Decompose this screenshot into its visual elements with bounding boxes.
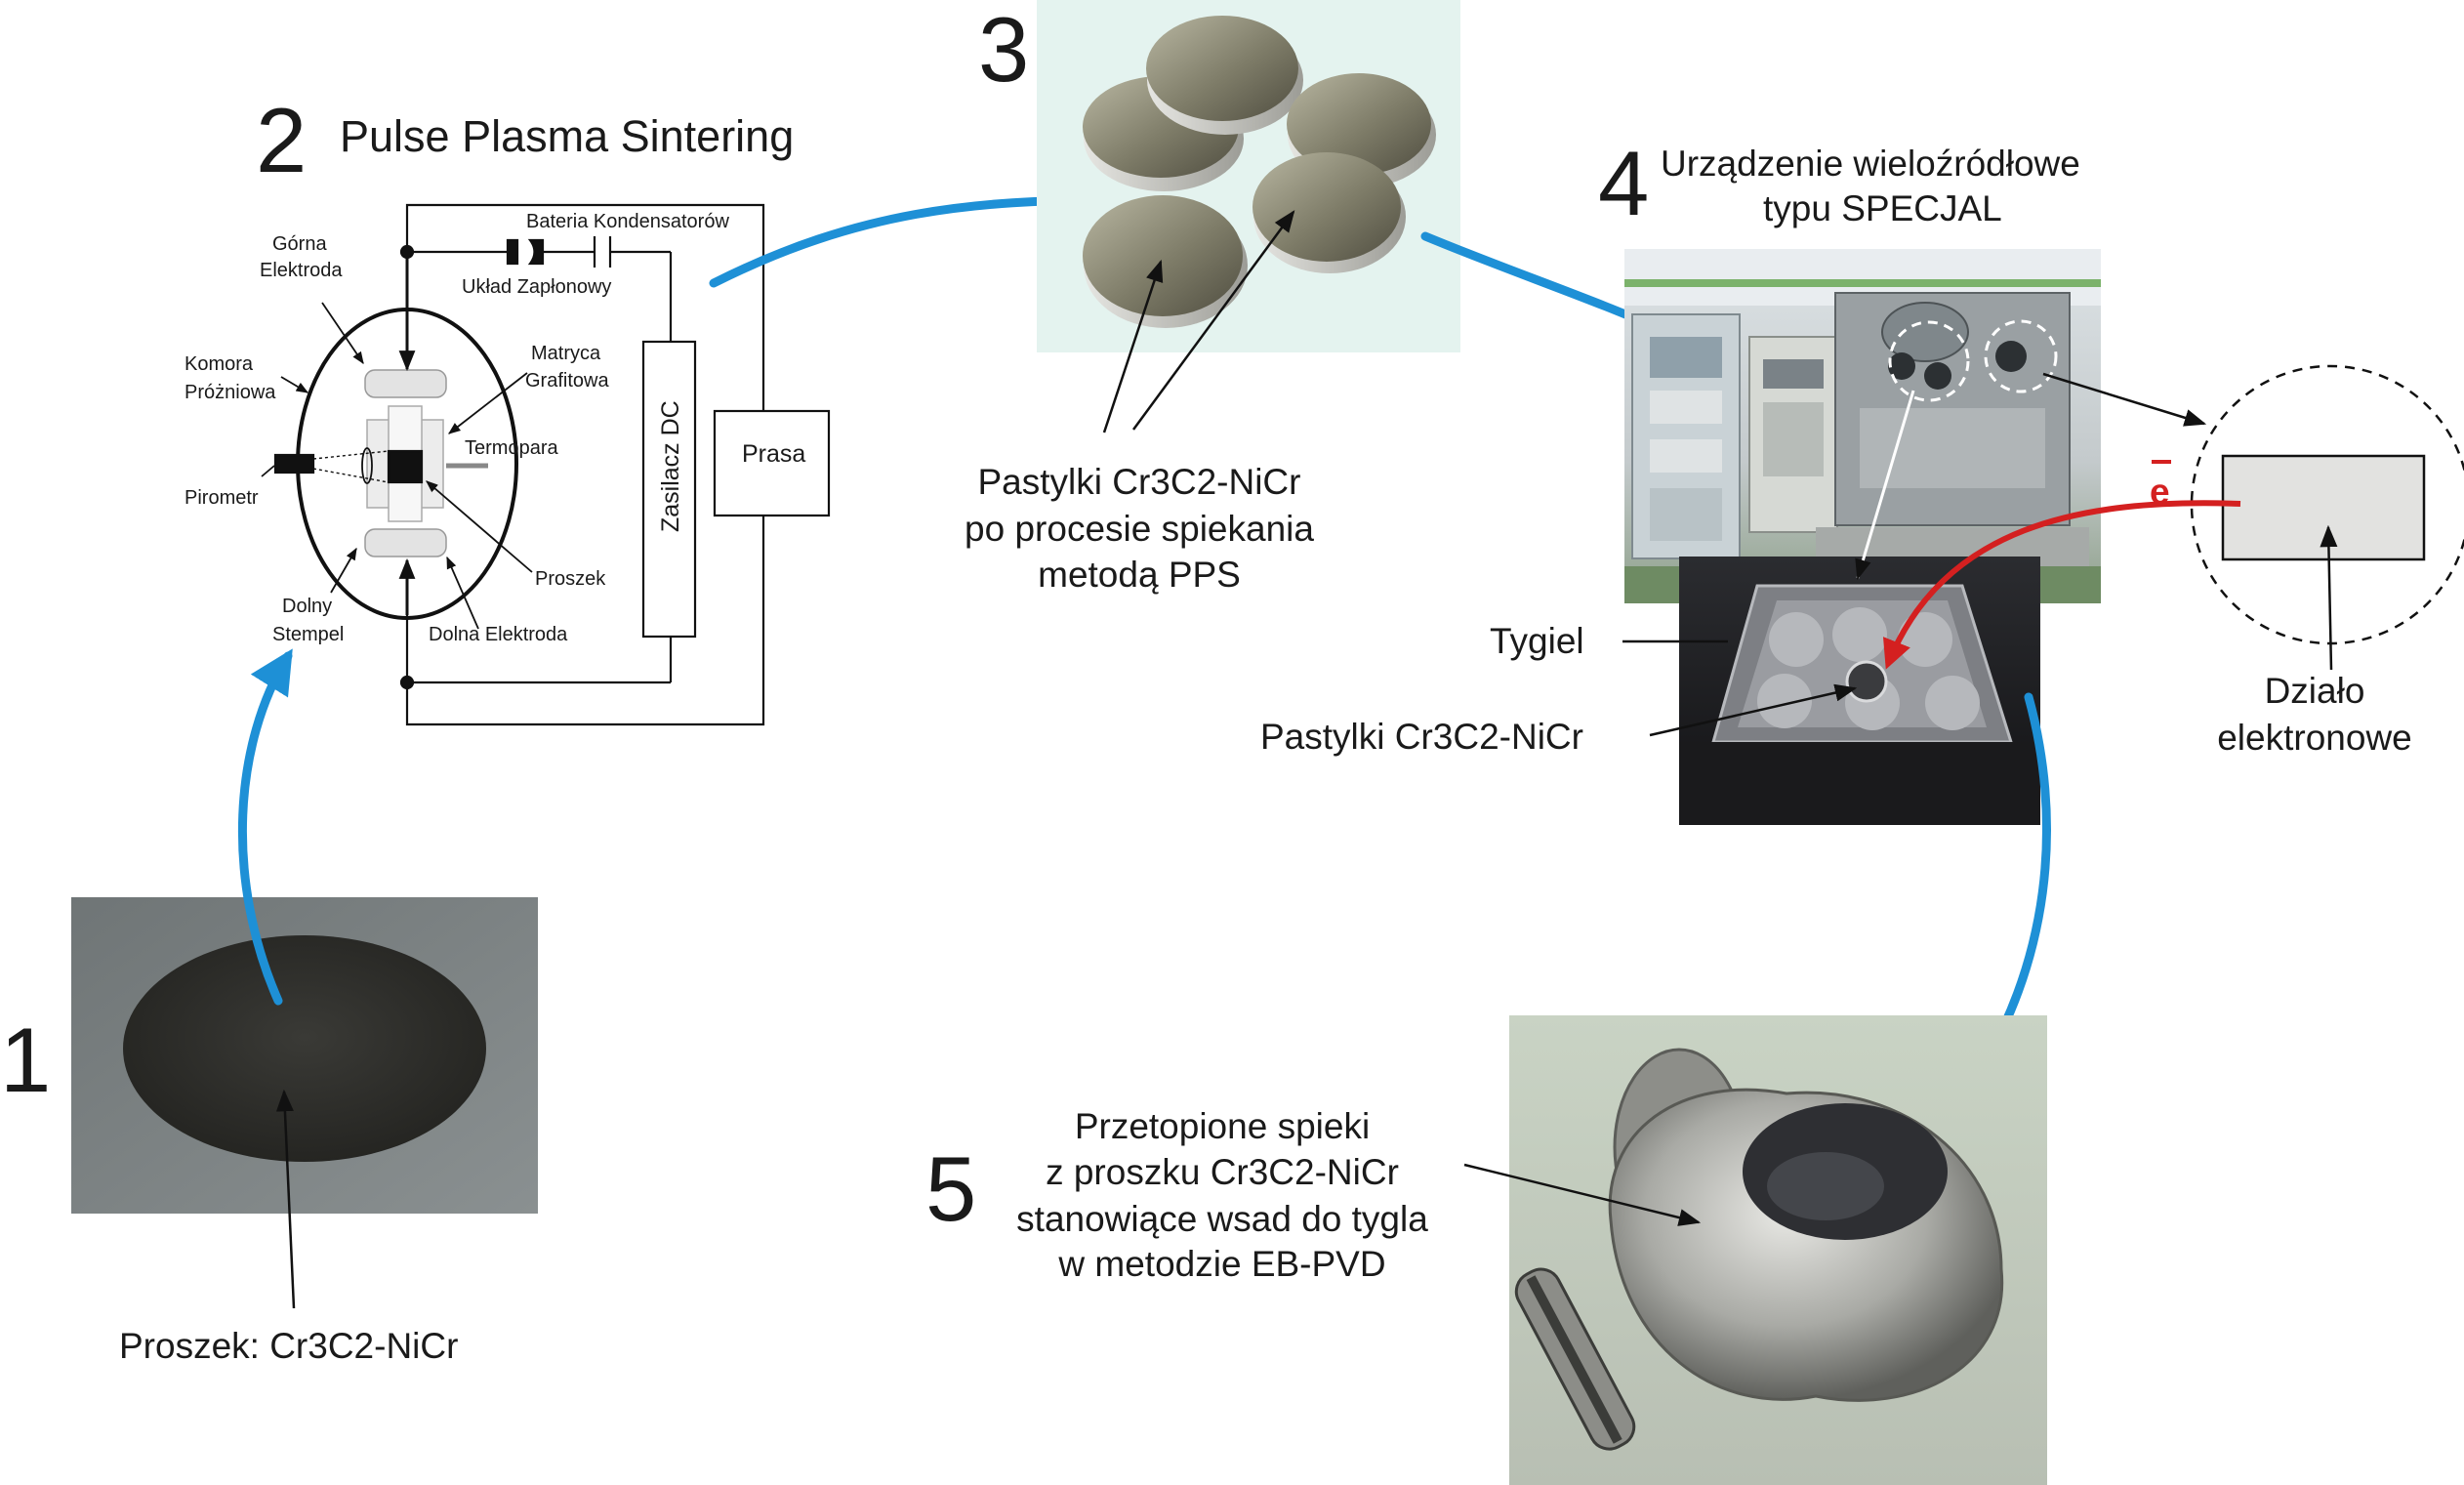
label-bateria: Bateria Kondensatorów bbox=[526, 211, 729, 232]
step5-caption-line-4: w metodzie EB-PVD bbox=[1057, 1244, 1385, 1284]
step4-title-line-1: Urządzenie wieloźródłowe bbox=[1661, 144, 2080, 184]
step1-number: 1 bbox=[0, 1009, 51, 1111]
step3-caption-line-1: Pastylki Cr3C2-NiCr bbox=[978, 462, 1301, 502]
step5-caption-line-3: stanowiące wsad do tygla bbox=[1016, 1199, 1428, 1239]
gun-zoom-line bbox=[2042, 372, 2207, 427]
melted-pointer-line bbox=[1463, 1163, 1702, 1226]
step4-title-line-2: typu SPECJAL bbox=[1763, 188, 2002, 228]
electron-symbol: e bbox=[2150, 472, 2170, 512]
melted-sinters-photo bbox=[1509, 1015, 2047, 1485]
label-prasa: Prasa bbox=[742, 440, 805, 468]
pps-schematic bbox=[261, 203, 831, 726]
step2-title: Pulse Plasma Sintering bbox=[340, 111, 794, 161]
label-matryca-1: Matryca bbox=[531, 343, 601, 364]
label-dolny-2: Stempel bbox=[272, 624, 344, 645]
label-uklad: Układ Zapłonowy bbox=[462, 276, 611, 298]
step5-number: 5 bbox=[925, 1137, 976, 1240]
label-dolna: Dolna Elektroda bbox=[429, 624, 568, 645]
step5-group: 5 Przetopione spieki z proszku Cr3C2-NiC… bbox=[925, 1015, 2047, 1485]
gun-pointer-line bbox=[2320, 524, 2338, 671]
step3-caption-line-3: metodą PPS bbox=[1038, 555, 1241, 595]
flow-arrow-1-to-2 bbox=[237, 648, 293, 1006]
step5-caption-line-2: z proszku Cr3C2-NiCr bbox=[1046, 1152, 1399, 1192]
step4-group: 4 Urządzenie wieloźródłowe typu SPECJAL bbox=[1260, 132, 2464, 825]
step2-group: 2 Pulse Plasma Sintering bbox=[185, 89, 831, 726]
step1-group: 1 Proszek: Cr3C2-NiCr bbox=[0, 897, 538, 1366]
label-zasilacz: Zasilacz DC bbox=[657, 400, 684, 532]
pps-labels: Bateria Kondensatorów Układ Zapłonowy Gó… bbox=[185, 211, 805, 645]
discs-photo bbox=[1037, 0, 1460, 352]
electron-beam bbox=[1883, 500, 2241, 670]
crucible-photo bbox=[1679, 557, 2040, 825]
label-gorna-1: Górna bbox=[272, 233, 327, 255]
step3-group: 3 Pastylki Cr3C2-NiCr po procesie spieka… bbox=[965, 0, 1460, 595]
gun-label-line-1: Działo bbox=[2265, 671, 2365, 711]
pastylki-label: Pastylki Cr3C2-NiCr bbox=[1260, 717, 1583, 757]
specjal-machine-photo bbox=[1624, 249, 2101, 603]
label-termopara: Termopara bbox=[465, 437, 558, 459]
gun-label-line-2: elektronowe bbox=[2217, 718, 2412, 758]
label-gorna-2: Elektroda bbox=[260, 260, 343, 281]
powder-photo bbox=[71, 897, 538, 1214]
label-proszek: Proszek bbox=[535, 568, 606, 590]
label-dolny-1: Dolny bbox=[282, 596, 332, 617]
machine-to-crucible-line bbox=[1855, 390, 1915, 581]
pastylki-pointer-line bbox=[1649, 683, 1858, 737]
label-pirometr: Pirometr bbox=[185, 487, 259, 509]
step5-caption-line-1: Przetopione spieki bbox=[1075, 1106, 1370, 1146]
label-matryca-2: Grafitowa bbox=[525, 370, 609, 392]
discs-pointer-1 bbox=[1102, 259, 1164, 433]
step3-caption-line-2: po procesie spiekania bbox=[965, 509, 1314, 549]
powder-pointer-line bbox=[275, 1089, 296, 1309]
step1-caption: Proszek: Cr3C2-NiCr bbox=[119, 1326, 458, 1366]
step2-number: 2 bbox=[256, 89, 307, 191]
discs-pointer-2 bbox=[1131, 210, 1295, 431]
step3-number: 3 bbox=[978, 0, 1029, 101]
label-komora-1: Komora bbox=[185, 353, 254, 375]
label-komora-2: Próżniowa bbox=[185, 382, 276, 403]
tygiel-label: Tygiel bbox=[1490, 621, 1584, 661]
step4-number: 4 bbox=[1598, 132, 1649, 234]
